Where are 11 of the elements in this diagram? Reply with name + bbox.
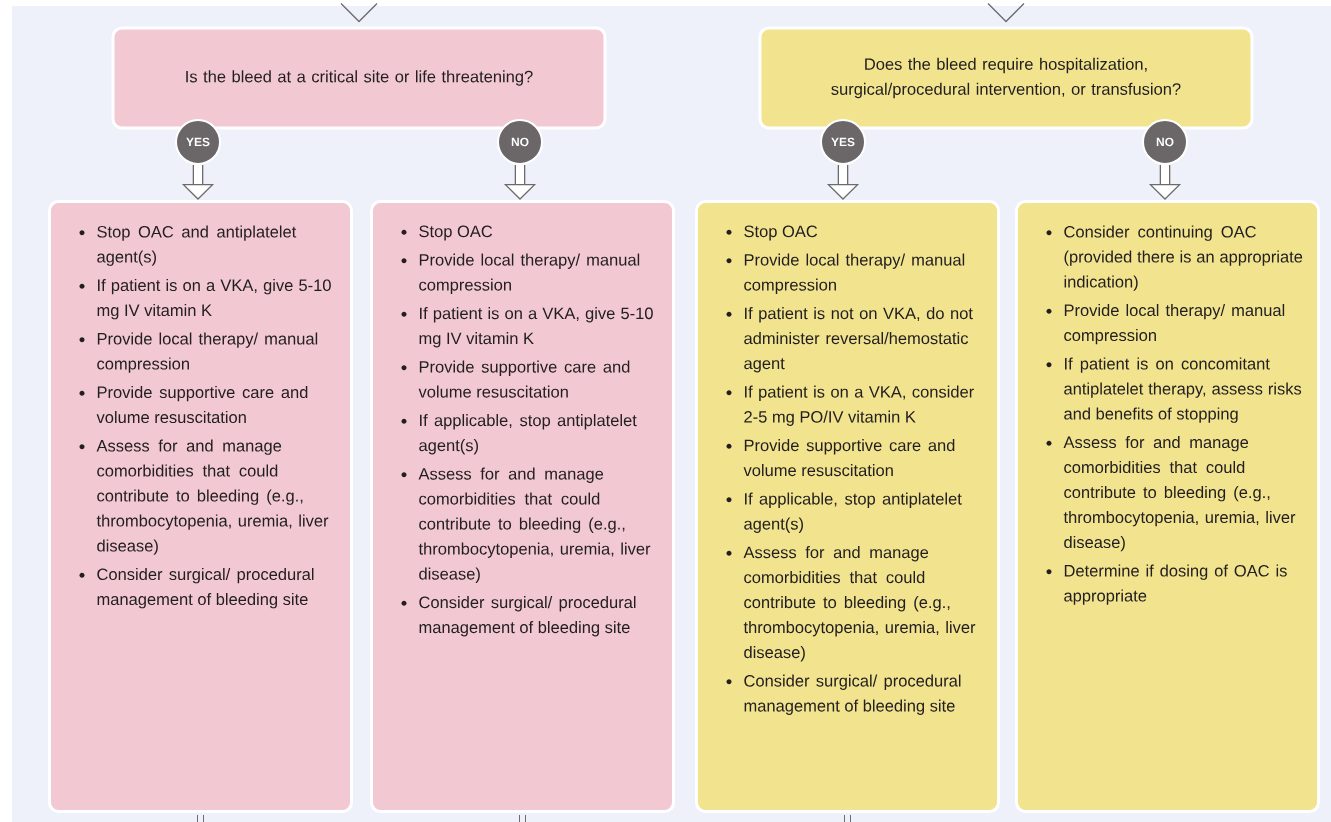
question-box: Does the bleed require hospitalization, surgical/procedural intervention, or transfusion? (758, 26, 1254, 130)
action-box: Stop OAC Provide local therapy/ manual compression If patient is not on VKA, do not administer reversal/hemostatic agent If patient is on a VKA, consider 2-5 mg PO/IV vitamin K Provide supportive care and volume resuscitation If applicable, stop antiplatelet agent(s) Assess for and manage comorbidities that could contribute to bleeding (e.g., thrombocytopenia, uremia, liver disease) Consider surgical/ procedural management of bleeding site (695, 200, 1000, 813)
action-box: Stop OAC Provide local therapy/ manual compression If patient is on a VKA, give 5-10 mg IV vitamin K Provide supportive care and volume resuscitation If applicable, stop antiplatelet agent(s) Assess for and manage comorbidities that could contribute to bleeding (e.g., thrombocytopenia, uremia, liver disease) Consider surgical/ procedural management of bleeding site (370, 200, 675, 813)
chevron-arrow (340, 2, 378, 23)
double-line-connector (844, 814, 851, 822)
question-box: Is the bleed at a critical site or life threatening? (111, 26, 607, 130)
double-line-connector (197, 814, 204, 822)
double-line-connector (519, 814, 526, 822)
chevron-arrow (987, 2, 1025, 23)
action-box: Stop OAC and antiplatelet agent(s) If patient is on a VKA, give 5-10 mg IV vitamin K Provide local therapy/ manual compression Provide supportive care and volume resuscitation Assess for and manage comorbidities that could contribute to bleeding (e.g., thrombocytopenia, uremia, liver disease) Consider surgical/ procedural management of bleeding site (48, 200, 353, 813)
action-box: Consider continuing OAC (provided there is an appropriate indication) Provide local therapy/ manual compression If patient is on concomitant antiplatelet therapy, assess risks and benefits of stopping Assess for and manage comorbidities that could contribute to bleeding (e.g., thrombocytopenia, uremia, liver disease) Determine if dosing of OAC is appropriate (1015, 200, 1320, 813)
